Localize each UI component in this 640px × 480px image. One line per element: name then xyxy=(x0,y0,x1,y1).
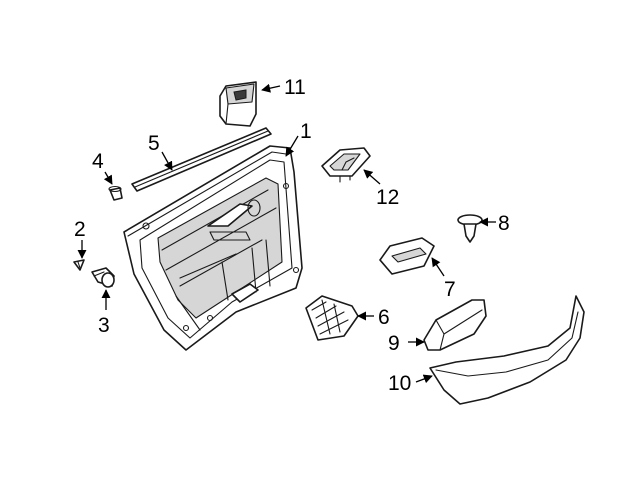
callout-6: 6 xyxy=(378,306,390,329)
callout-5: 5 xyxy=(148,132,160,155)
panel-retainer-clip-part xyxy=(91,267,115,288)
door-trim-panel-part xyxy=(123,145,303,351)
callout-4: 4 xyxy=(92,150,104,173)
inside-handle-bezel-part xyxy=(321,147,371,183)
callout-1: 1 xyxy=(300,120,312,143)
callout-9: 9 xyxy=(388,332,400,355)
callout-3: 3 xyxy=(98,314,110,337)
pull-cup-part xyxy=(379,237,435,275)
leader-11 xyxy=(261,83,281,93)
leader-4 xyxy=(103,171,113,185)
leader-7 xyxy=(431,257,445,277)
push-pin-clip-part xyxy=(73,259,85,271)
lower-trim-molding-part xyxy=(429,295,585,405)
leader-1 xyxy=(285,135,299,157)
panel-bracket-part xyxy=(305,295,359,341)
armrest-pad-part xyxy=(423,299,487,351)
callout-7: 7 xyxy=(444,278,456,301)
callout-2: 2 xyxy=(74,218,86,241)
cap-clip-part xyxy=(108,185,123,201)
callout-10: 10 xyxy=(388,372,411,395)
leader-12 xyxy=(363,169,381,185)
belt-weatherstrip-part xyxy=(131,127,272,192)
callout-8: 8 xyxy=(498,212,510,235)
window-switch-part xyxy=(219,81,257,127)
leader-10 xyxy=(415,374,433,384)
callout-12: 12 xyxy=(376,186,399,209)
trim-push-retainer-part xyxy=(457,214,483,243)
leader-5 xyxy=(161,151,173,171)
callout-11: 11 xyxy=(284,76,306,99)
